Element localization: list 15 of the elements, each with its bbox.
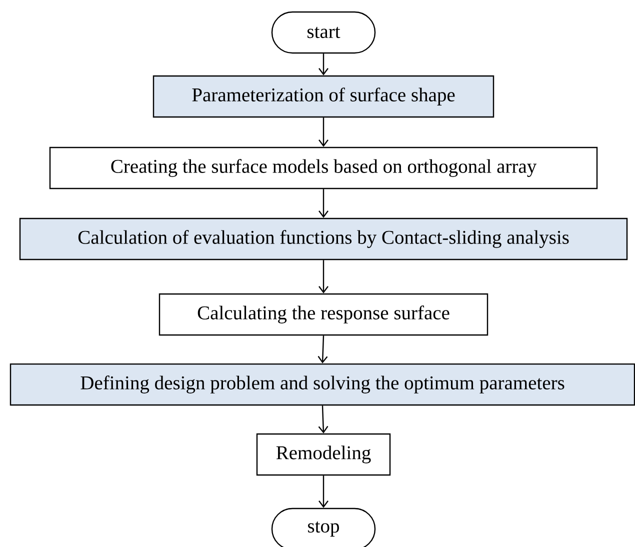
terminal-box: start [271,11,376,54]
process-box: Calculating the response surface [158,293,488,336]
arrow [318,476,328,508]
process-box: Calculation of evaluation functions by Contact-sliding analysis [19,218,628,260]
arrow [318,260,328,294]
process-box: Parameterization of surface shape [152,75,494,118]
process-box: Remodeling [256,433,391,476]
arrow [318,406,328,434]
process-box: Defining design problem and solving the optimum parameters [10,363,635,406]
arrow [318,189,328,218]
arrow [318,336,328,364]
arrow [318,54,328,76]
process-box: Creating the surface models based on orthogonal array [49,146,598,190]
arrow [318,118,328,147]
terminal-box: stop [271,508,376,547]
